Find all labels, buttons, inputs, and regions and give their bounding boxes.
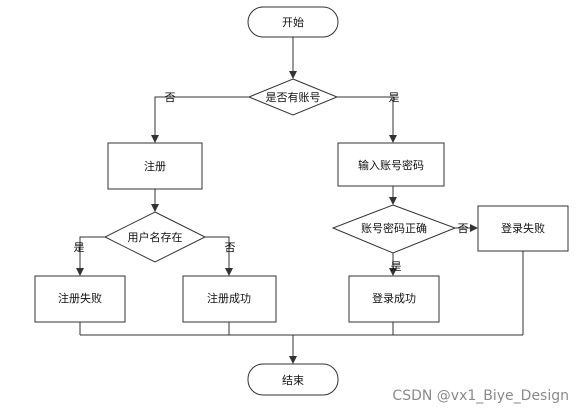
end-label: 结束 bbox=[282, 374, 304, 387]
edge-no-account-to-register bbox=[154, 96, 249, 137]
username-exists-label: 用户名存在 bbox=[128, 230, 183, 244]
arrowhead bbox=[289, 356, 297, 364]
register-failed-process bbox=[34, 275, 126, 323]
arrowhead bbox=[151, 135, 159, 143]
arrowhead bbox=[289, 71, 297, 79]
watermark-text: CSDN @vx1_Biye_Design bbox=[392, 388, 569, 404]
arrowhead bbox=[225, 268, 233, 276]
login-failed-label: 登录失败 bbox=[501, 221, 545, 235]
edge-username-exists-to-failed bbox=[79, 236, 105, 270]
label-username-exists-yes: 是 bbox=[74, 241, 85, 254]
label-username-exists-no: 否 bbox=[225, 241, 236, 254]
arrowhead bbox=[389, 135, 397, 143]
login-failed-process bbox=[477, 205, 569, 252]
username-exists-decision bbox=[103, 211, 207, 263]
input-credentials-label: 输入账号密码 bbox=[358, 158, 424, 172]
register-label: 注册 bbox=[144, 159, 166, 173]
credentials-correct-label: 账号密码正确 bbox=[361, 221, 427, 235]
has-account-label: 是否有账号 bbox=[266, 90, 321, 104]
edge-username-free-to-success bbox=[205, 236, 230, 270]
login-success-label: 登录成功 bbox=[372, 291, 416, 305]
register-failed-label: 注册失败 bbox=[58, 291, 102, 305]
credentials-correct-decision bbox=[331, 204, 457, 254]
label-credentials-correct-no: 否 bbox=[458, 222, 469, 235]
register-success-label: 注册成功 bbox=[207, 291, 251, 305]
arrowhead bbox=[389, 197, 397, 205]
register-success-process bbox=[182, 275, 277, 323]
input-credentials-process bbox=[337, 142, 445, 187]
login-success-process bbox=[348, 275, 440, 323]
label-credentials-correct-yes: 是 bbox=[391, 260, 402, 273]
arrowhead bbox=[151, 204, 159, 212]
label-has-account-no: 否 bbox=[165, 91, 176, 104]
start-label: 开始 bbox=[282, 15, 304, 29]
arrowhead bbox=[389, 268, 397, 276]
arrowhead bbox=[76, 268, 84, 276]
edge-has-account-to-input bbox=[337, 96, 394, 137]
has-account-decision bbox=[247, 78, 339, 116]
start-terminator bbox=[247, 6, 339, 38]
arrowhead bbox=[470, 224, 478, 232]
label-has-account-yes: 是 bbox=[389, 91, 400, 104]
register-process bbox=[107, 142, 203, 190]
end-terminator bbox=[247, 363, 339, 396]
